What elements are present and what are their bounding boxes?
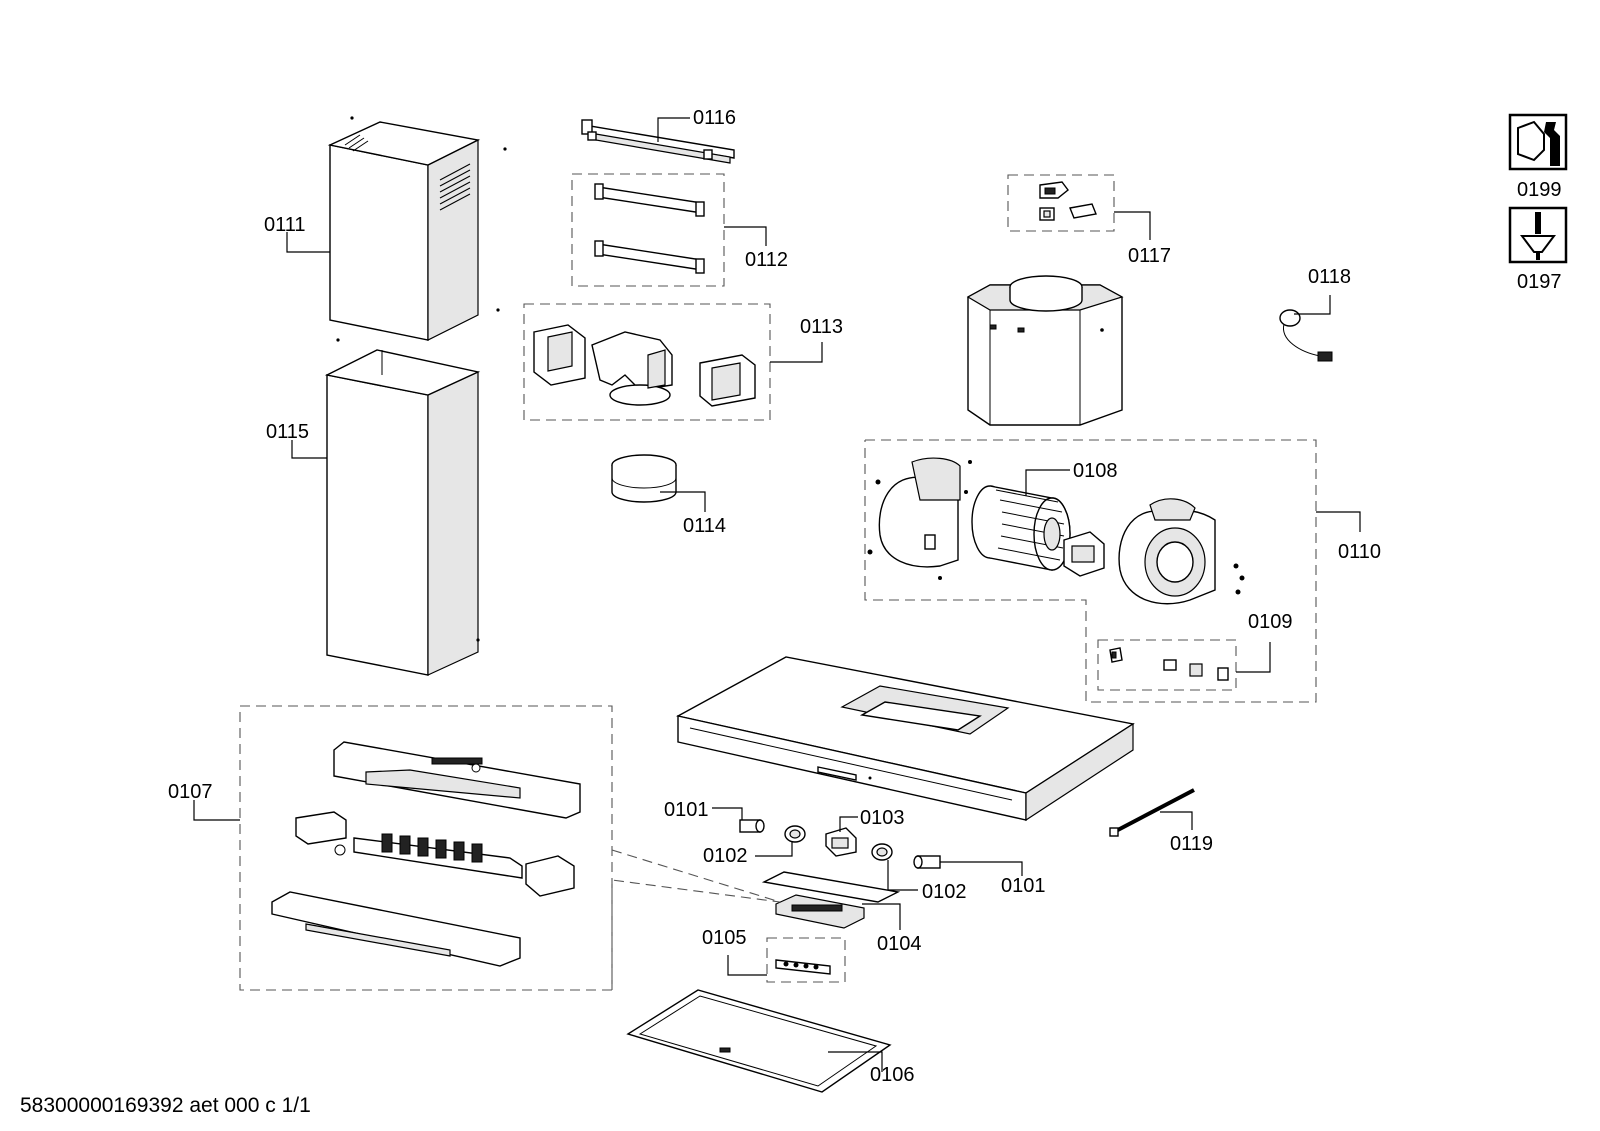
label-0118: 0118	[1308, 266, 1351, 288]
leader-0119	[1160, 811, 1193, 830]
group-box-0117	[1007, 174, 1115, 232]
part-0102-cap-left	[784, 825, 806, 843]
part-hood-body	[676, 656, 1135, 822]
part-0108-fan-wheel	[971, 485, 1071, 571]
part-0110-motor	[1063, 531, 1105, 577]
part-0113-duct-pieces	[533, 324, 756, 407]
leader-0112	[724, 226, 767, 246]
label-0103: 0103	[860, 807, 905, 829]
part-0119-cable-tie	[1109, 788, 1195, 837]
label-0119: 0119	[1170, 833, 1213, 855]
leader-0115	[291, 440, 327, 459]
label-0112: 0112	[745, 249, 788, 271]
leader-0113	[770, 342, 823, 363]
part-motor-housing	[966, 275, 1124, 426]
group-box-0109	[1097, 639, 1237, 691]
part-0116-bracket	[581, 119, 735, 164]
label-0102b: 0102	[922, 881, 967, 903]
group-box-0110	[864, 439, 1317, 703]
leader-0110	[1316, 511, 1361, 532]
part-0102-cap-right	[871, 843, 893, 861]
leader-0107	[193, 800, 240, 821]
group-box-0105	[766, 937, 846, 983]
label-0102a: 0102	[703, 845, 748, 867]
part-0104-control-panel	[761, 871, 901, 929]
part-0109-electrical-parts	[1109, 647, 1229, 681]
leader-0111	[286, 232, 330, 253]
part-0101-knob-right	[913, 855, 941, 869]
leader-0116	[657, 117, 690, 142]
label-0108: 0108	[1073, 460, 1118, 482]
part-0106-grease-filter	[626, 989, 892, 1093]
label-0101b: 0101	[1001, 875, 1046, 897]
leader-0101a	[712, 807, 743, 820]
nut-wrench-icon	[1508, 113, 1568, 171]
part-0112-brackets	[594, 183, 705, 274]
leader-0102b	[887, 860, 918, 891]
leader-0118	[1294, 295, 1331, 315]
dashed-connector-bottom	[611, 879, 781, 990]
label-0113: 0113	[800, 316, 843, 338]
label-0199: 0199	[1517, 179, 1562, 201]
screwdriver-icon	[1508, 206, 1568, 264]
part-0105-button-strip	[775, 959, 831, 975]
label-0117: 0117	[1128, 245, 1171, 267]
part-0103-switch	[825, 827, 857, 857]
label-0197: 0197	[1517, 271, 1562, 293]
label-0110: 0110	[1338, 541, 1381, 563]
part-0110-fan-housing-left	[867, 457, 972, 580]
leader-0105	[727, 955, 767, 976]
label-0109: 0109	[1248, 611, 1293, 633]
label-0105: 0105	[702, 927, 747, 949]
dashed-connector-top	[611, 849, 781, 903]
leader-0109	[1236, 642, 1271, 673]
part-0118-capacitor-cable	[1279, 309, 1333, 362]
leader-0103	[839, 816, 858, 832]
leader-0106	[828, 1051, 883, 1072]
part-0107-electronics-housing	[271, 741, 581, 967]
label-0115: 0115	[266, 421, 309, 443]
label-0107: 0107	[168, 781, 213, 803]
part-0110-fan-housing-right	[1118, 498, 1245, 605]
group-box-0107	[239, 705, 613, 991]
label-0104: 0104	[877, 933, 922, 955]
label-0114: 0114	[683, 515, 726, 537]
leader-0117	[1114, 211, 1151, 240]
part-0117-electrical-parts	[1039, 181, 1097, 221]
label-0106: 0106	[870, 1064, 915, 1086]
leader-0104	[862, 903, 901, 930]
label-0101a: 0101	[664, 799, 709, 821]
part-0115-lower-chimney	[324, 349, 481, 676]
leader-0114	[660, 491, 706, 512]
leader-0101b	[940, 861, 1023, 876]
part-0111-upper-chimney	[327, 116, 507, 342]
part-0114-duct-ring	[611, 454, 677, 503]
drawing-code: 58300000169392 aet 000 c 1/1	[20, 1094, 311, 1117]
leader-0108	[1025, 469, 1070, 496]
label-0116: 0116	[693, 107, 736, 129]
label-0111: 0111	[264, 214, 306, 236]
leader-0102a	[755, 842, 793, 857]
group-box-0112	[571, 173, 725, 287]
part-0101-knob-left	[739, 819, 765, 833]
